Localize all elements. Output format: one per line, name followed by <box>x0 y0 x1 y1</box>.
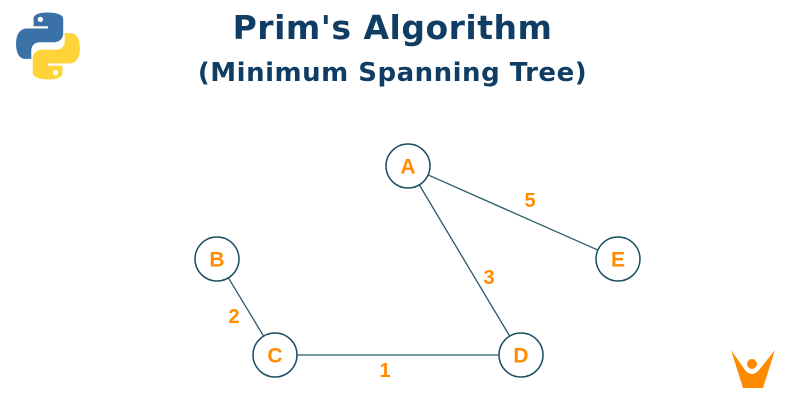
edge-A-D <box>418 184 511 337</box>
node-label: D <box>513 345 528 368</box>
edges-group <box>227 174 599 356</box>
edge-weight-A-D: 3 <box>483 267 494 289</box>
edge-weight-A-E: 5 <box>524 190 535 212</box>
node-circle <box>194 236 240 282</box>
edge-weight-C-D: 1 <box>379 360 390 382</box>
page-title: Prim's Algorithm <box>232 8 553 47</box>
edge-weight-B-C: 2 <box>228 306 239 328</box>
edge-weights-group: 5 3 2 1 <box>228 190 535 382</box>
edge-B-C <box>227 277 265 337</box>
node-label: B <box>209 249 224 272</box>
node-C: C <box>252 332 298 378</box>
node-E: E <box>595 236 641 282</box>
node-label: C <box>267 345 282 368</box>
node-circle <box>595 236 641 282</box>
node-label: A <box>400 156 415 179</box>
node-label: E <box>611 249 625 272</box>
node-A: A <box>385 143 431 189</box>
nodes-group: A B C D E <box>194 143 641 378</box>
python-logo-icon <box>16 12 80 80</box>
node-circle <box>385 143 431 189</box>
edge-A-E <box>427 174 599 251</box>
node-circle <box>498 332 544 378</box>
node-B: B <box>194 236 240 282</box>
node-circle <box>252 332 298 378</box>
node-D: D <box>498 332 544 378</box>
brand-person-v-icon <box>731 350 775 388</box>
page-subtitle: (Minimum Spanning Tree) <box>197 58 588 88</box>
